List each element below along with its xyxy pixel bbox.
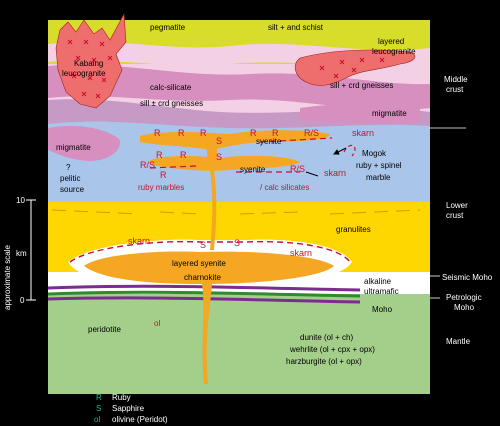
- label-lower-crust-2: crust: [446, 211, 464, 220]
- label-skarn-upper: skarn: [352, 128, 374, 138]
- label-middle-crust-2: crust: [446, 85, 464, 94]
- marker-s: S: [216, 136, 222, 146]
- alkaline-ultramafic-layers: [47, 284, 361, 304]
- label-seismic-moho: Seismic Moho: [442, 273, 493, 282]
- migmatite-left: [48, 125, 121, 161]
- marker-s: S: [200, 240, 206, 250]
- label-ol: ol: [154, 319, 160, 328]
- marker-r: R: [180, 150, 187, 160]
- layered-syenite: [84, 251, 334, 284]
- legend: R Ruby S Sapphire ol olivine (Peridot): [94, 393, 168, 424]
- sill-connector: [206, 136, 218, 170]
- scale-axis-label: approximate scale: [3, 245, 12, 310]
- upper-conduit: [210, 170, 217, 250]
- label-sill-gneiss-right: sill + crd gneisses: [330, 81, 393, 90]
- label-pelitic-q: ?: [66, 163, 71, 172]
- marker-r: R: [250, 128, 257, 138]
- label-marble: marble: [366, 173, 391, 182]
- skarn-arrow-lower: [305, 171, 319, 177]
- label-charnokite: charnokite: [184, 273, 221, 282]
- right-leucogranite: [294, 49, 416, 86]
- label-pelitic: pelitic: [60, 174, 80, 183]
- marker-r: R: [178, 128, 185, 138]
- label-petrologic: Petrologic: [446, 293, 482, 302]
- marker-rs: R/S: [290, 164, 305, 174]
- skarn-arrow-upper: [333, 147, 347, 155]
- marker-r: R: [272, 128, 279, 138]
- scale-unit: km: [16, 249, 27, 258]
- granulite-dashes: [51, 209, 421, 215]
- label-moho-inner: Moho: [372, 305, 393, 314]
- label-syenite-lower: syenite: [240, 165, 266, 174]
- lower-conduit: [202, 284, 212, 384]
- label-kabaing-1: Kabaing: [74, 59, 103, 68]
- mantle-layer: [48, 292, 430, 394]
- label-layered-leuco-1: layered: [378, 37, 404, 46]
- label-sill-gneiss-left: sill ± crd gneisses: [140, 99, 203, 108]
- legend-symbol-olivine: ol: [94, 415, 100, 424]
- marker-r: R: [200, 128, 207, 138]
- marker-s: S: [234, 238, 240, 248]
- label-harzburgite: harzburgite (ol + opx): [286, 357, 362, 366]
- label-skarn-right: skarn: [290, 248, 312, 258]
- label-kabaing-2: leucogranite: [62, 69, 106, 78]
- label-granulites: granulites: [336, 225, 371, 234]
- syenite-sill-upper: [140, 130, 330, 150]
- legend-label-sapphire: Sapphire: [112, 404, 145, 413]
- legend-label-ruby: Ruby: [112, 393, 131, 402]
- label-peridotite: peridotite: [88, 325, 121, 334]
- label-dunite: dunite (ol + ch): [300, 333, 353, 342]
- skarn-rim: [69, 240, 351, 263]
- label-petrologic-moho: Moho: [454, 303, 475, 312]
- gem-markers: R R R S R R R/S R R S R/S R R/S S S skar…: [128, 128, 374, 258]
- scale-tick-0: 0: [20, 296, 25, 305]
- label-mogok: Mogok: [362, 149, 387, 158]
- marker-rs: R/S: [140, 160, 155, 170]
- label-lower-crust-1: Lower: [446, 201, 468, 210]
- migmatite-right: [300, 104, 420, 124]
- label-calc-silicates: / calc silicates: [260, 183, 309, 192]
- label-ultramafic: ultramafic: [364, 287, 399, 296]
- label-alkaline: alkaline: [364, 277, 392, 286]
- label-ruby-marbles: ruby marbles: [138, 183, 184, 192]
- sill-skarn-dashes: [149, 137, 333, 173]
- label-source: source: [60, 185, 85, 194]
- label-migmatite-right: migmatite: [372, 109, 407, 118]
- label-mantle: Mantle: [446, 337, 471, 346]
- label-migmatite-left: migmatite: [56, 143, 91, 152]
- sill-gneiss-band: [48, 64, 430, 110]
- label-ruby-spinel: ruby + spinel: [356, 161, 402, 170]
- marker-r: R: [154, 128, 161, 138]
- legend-label-olivine: olivine (Peridot): [112, 415, 168, 424]
- syenite-sill-lower: [149, 155, 300, 171]
- label-calc-silicate: calc-silicate: [150, 83, 192, 92]
- marker-rs: R/S: [304, 128, 319, 138]
- legend-symbol-ruby: R: [96, 393, 102, 402]
- label-layered-syenite: layered syenite: [172, 259, 226, 268]
- label-silt-schist: silt + and schist: [268, 23, 324, 32]
- label-wehrlite: wehrlite (ol + cpx + opx): [289, 345, 375, 354]
- scale-bar: [26, 199, 36, 301]
- label-skarn-left: skarn: [128, 236, 150, 246]
- marker-r: R: [160, 170, 167, 180]
- scale-tick-10: 10: [16, 196, 25, 205]
- kabaing-leucogranite: [55, 12, 127, 109]
- skarn-loop: [343, 144, 356, 157]
- marker-s: S: [216, 152, 222, 162]
- label-middle-crust-1: Middle: [444, 75, 468, 84]
- leucogranite-crosses: [67, 39, 385, 99]
- label-skarn-mid: skarn: [324, 168, 346, 178]
- marker-r: R: [156, 150, 163, 160]
- legend-symbol-sapphire: S: [96, 404, 101, 413]
- label-syenite-upper: syenite: [256, 137, 282, 146]
- label-pegmatite: pegmatite: [150, 23, 186, 32]
- label-layered-leuco-2: leucogranite: [372, 47, 416, 56]
